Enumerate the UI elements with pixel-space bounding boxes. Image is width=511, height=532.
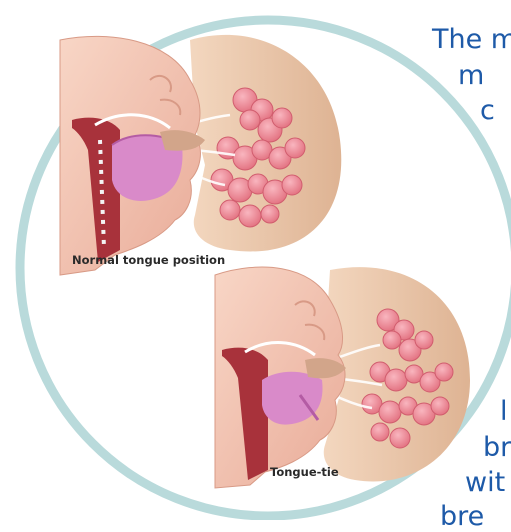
caption-tongue-tie: Tongue-tie xyxy=(270,465,339,479)
caption-normal-tongue: Normal tongue position xyxy=(72,253,225,267)
side-text-line-1: The m xyxy=(432,26,511,53)
side-text-line-4: l xyxy=(500,398,508,425)
diagram-figure: Normal tongue position Tongue-tie The m … xyxy=(0,0,511,520)
side-text-line-2: m xyxy=(458,62,484,89)
normal-tongue-illustration xyxy=(60,35,341,275)
side-text-line-3: c xyxy=(480,97,495,124)
tongue-tie-illustration xyxy=(215,267,470,488)
side-text-line-5: br xyxy=(483,434,511,461)
side-text-line-7: bre xyxy=(440,503,484,530)
side-text-line-6: wit xyxy=(465,469,505,496)
